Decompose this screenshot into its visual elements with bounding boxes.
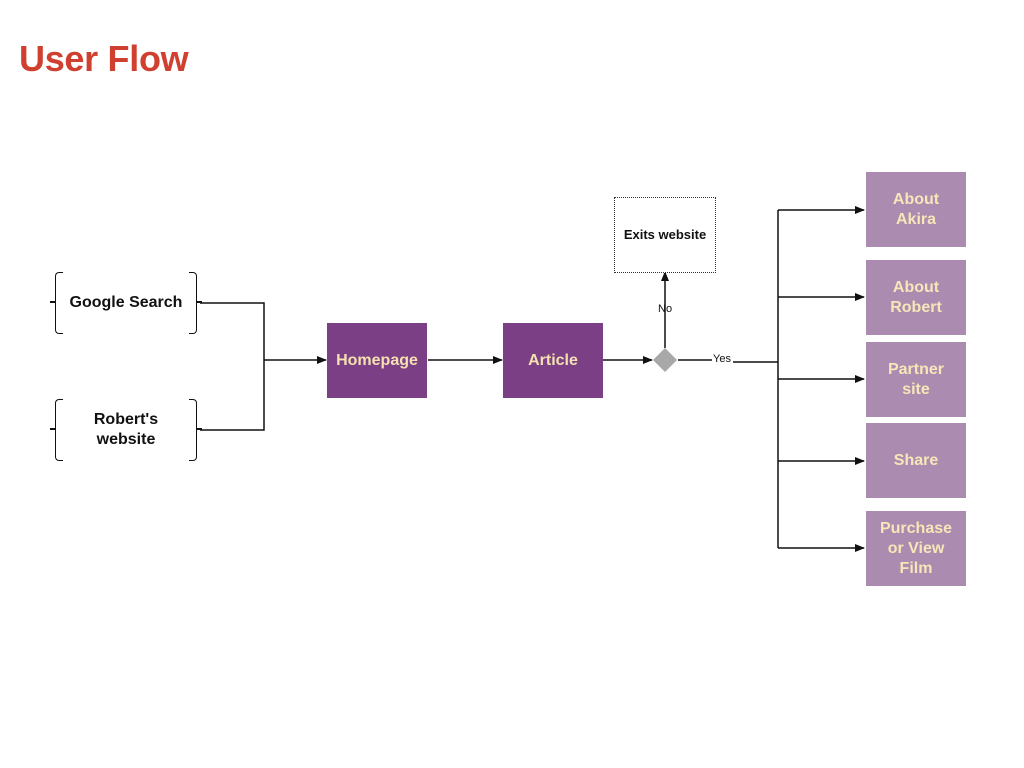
page-title: User Flow [19,38,189,79]
source-google-search-label: Google Search [69,294,183,311]
decision-diamond [653,348,677,372]
exits-website-node: Exits website [614,197,716,273]
destination-about-robert: About Robert [866,260,966,335]
destination-about-akira: About Akira [866,172,966,247]
homepage-node: Homepage [327,323,427,398]
no-edge-label: No [658,303,673,315]
destination-purchase-or-view-film: Purchase or View Film [866,511,966,586]
edge-google-search [200,302,265,360]
source-roberts-website-label: Robert's website [93,411,159,448]
article-node: Article [503,323,603,398]
yes-edge-label: Yes [713,353,731,365]
edge-roberts-website [200,360,265,431]
source-roberts-website: Robert's website [50,399,202,461]
destination-partner-site: Partner site [866,342,966,417]
source-google-search: Google Search [50,272,202,334]
destination-share: Share [866,423,966,498]
